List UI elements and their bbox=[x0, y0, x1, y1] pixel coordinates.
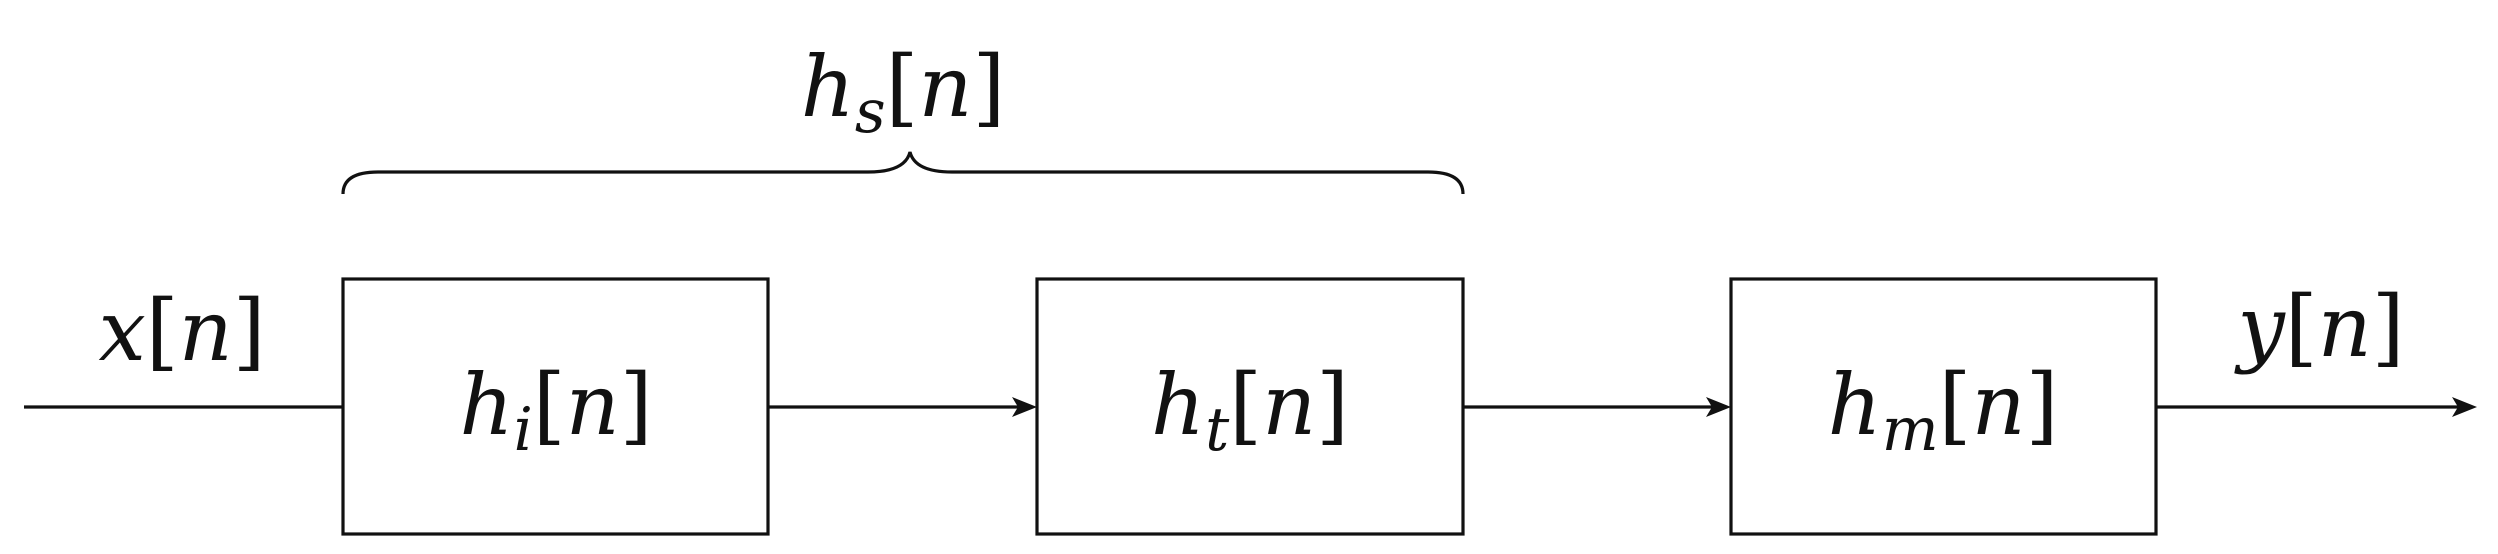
output-arrow-head bbox=[2452, 397, 2477, 417]
arrow-1-2-head bbox=[1012, 397, 1037, 417]
block-h-t bbox=[1035, 277, 1465, 536]
block-h-i-label: hi[n] bbox=[460, 356, 653, 465]
block-h-t-label: ht[n] bbox=[1151, 356, 1349, 465]
output-label: y[n] bbox=[2233, 278, 2404, 376]
arrow-2-3-head bbox=[1706, 397, 1731, 417]
input-label: x[n] bbox=[98, 282, 265, 380]
block-h-m-label: hm[n] bbox=[1828, 356, 2059, 465]
group-label: hs[n] bbox=[801, 38, 1006, 147]
block-h-m bbox=[1729, 277, 2158, 536]
group-brace bbox=[341, 151, 1465, 195]
block-h-i bbox=[341, 277, 770, 536]
